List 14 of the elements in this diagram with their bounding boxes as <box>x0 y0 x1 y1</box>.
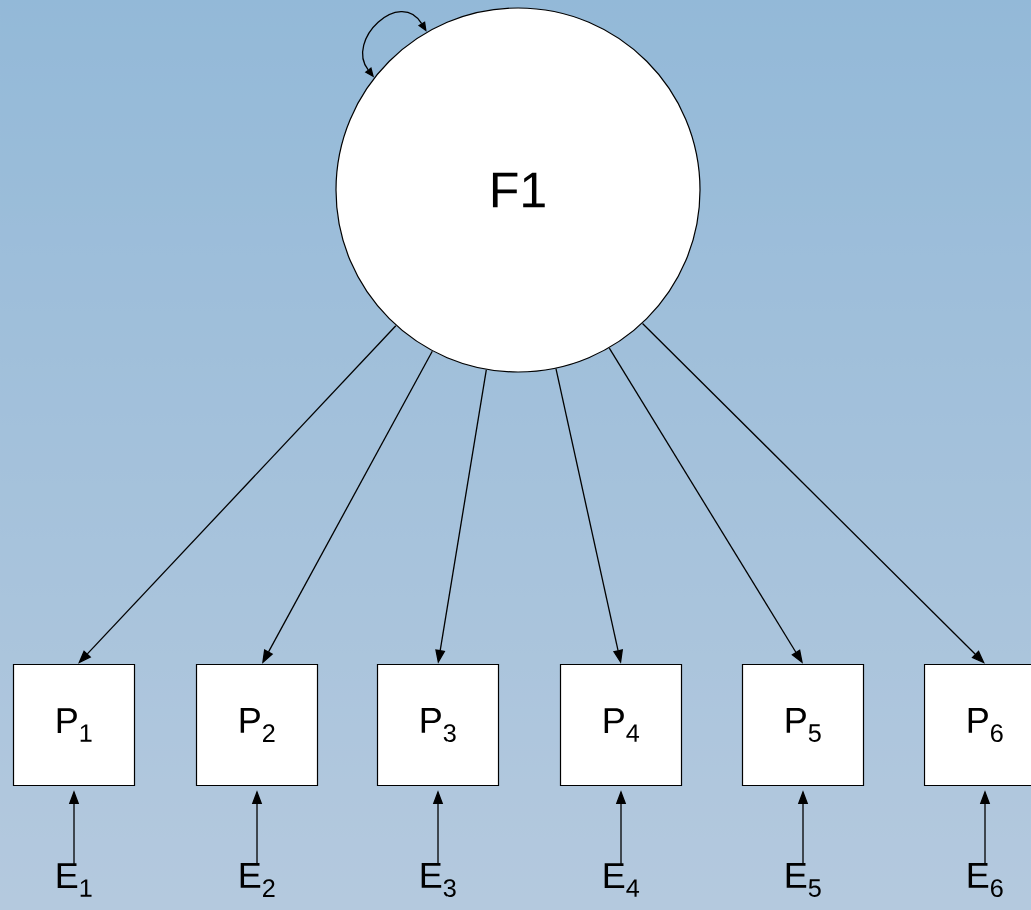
variable-box: P$_{5}$ <box>741 663 865 787</box>
variable-box: P$_{6}$ <box>923 663 1031 787</box>
variable-box: P$_{3}$ <box>376 663 500 787</box>
error-label: E$_{6}$ <box>968 862 1003 897</box>
error-label: E$_{5}$ <box>786 863 821 897</box>
error-label: E$_{4}$ <box>604 863 640 897</box>
arrow <box>641 322 985 664</box>
variable-box: P$_{2}$ <box>195 663 319 787</box>
error-label: E$_{2}$ <box>240 863 275 897</box>
variable-box: P$_{4}$ <box>559 663 683 787</box>
error-label: E$_{1}$ <box>57 863 92 897</box>
error-label: E$_{3}$ <box>421 862 456 897</box>
arrow <box>78 325 397 664</box>
variable-box: P$_{1}$ <box>12 663 136 787</box>
